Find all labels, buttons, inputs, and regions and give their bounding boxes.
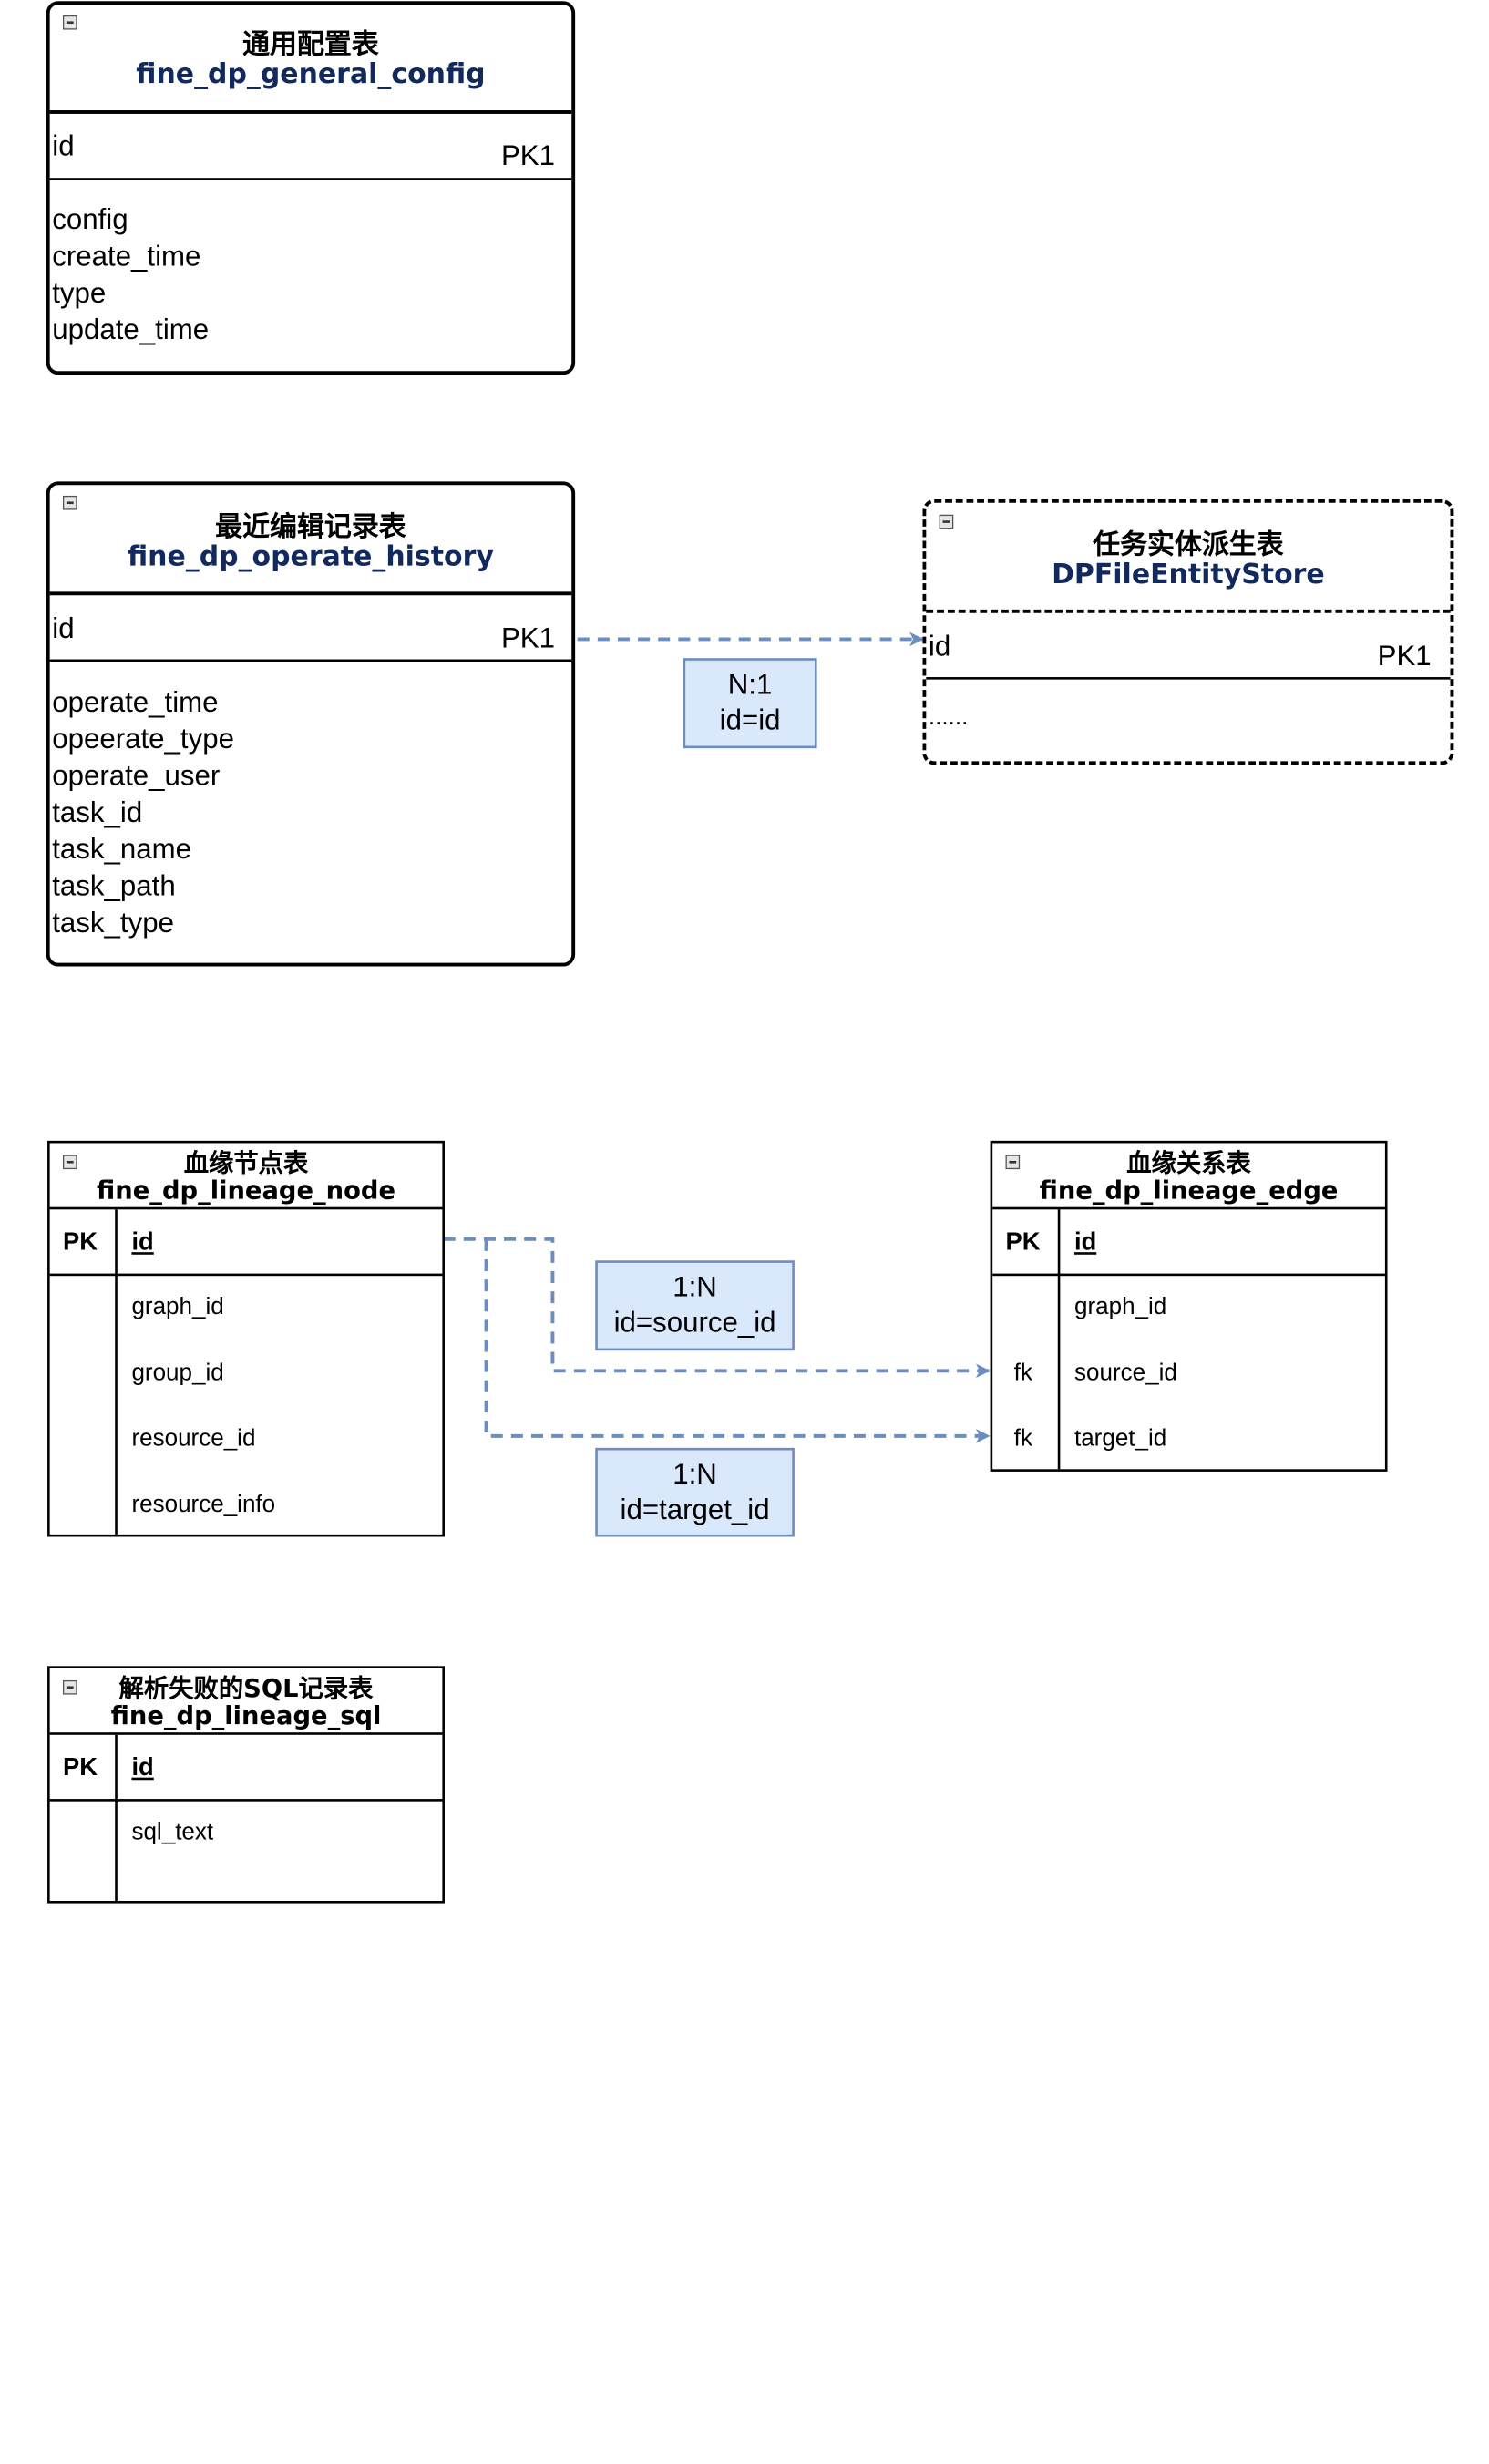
field-item: ......: [928, 703, 969, 731]
table-lineage-node[interactable]: 血缘节点表 fine_dp_lineage_node PK id graph_i…: [47, 1140, 445, 1537]
table-entity-store[interactable]: 任务实体派生表 DPFileEntityStore id PK1 ......: [922, 498, 1454, 765]
header-divider: [49, 591, 572, 596]
header-divider: [49, 1206, 443, 1210]
pk-tag: PK: [62, 1228, 98, 1257]
field-item: create_time: [52, 241, 201, 273]
table-title-cn: 任务实体派生表: [1093, 529, 1284, 561]
table-title-cn: 最近编辑记录表: [215, 512, 406, 543]
field-key: fk: [1013, 1360, 1032, 1387]
relation-label-node-to-edge-source[interactable]: 1:N id=source_id: [595, 1260, 795, 1351]
table-title-en: fine_dp_lineage_edge: [1039, 1176, 1339, 1206]
pk-divider: [49, 1273, 443, 1277]
table-title-en: fine_dp_lineage_sql: [110, 1701, 382, 1730]
pk-tag: PK: [62, 1753, 98, 1781]
header-divider: [49, 110, 572, 114]
field-item: graph_id: [131, 1293, 224, 1320]
field-item: operate_time: [52, 686, 219, 719]
pk-field: id: [131, 1753, 154, 1781]
relation-cardinality: N:1: [727, 668, 773, 702]
pk-field: id: [1073, 1228, 1097, 1257]
header-divider: [49, 1732, 443, 1735]
collapse-minus-icon[interactable]: [1005, 1155, 1021, 1170]
pk-field: id: [52, 612, 75, 645]
table-title-cn: 通用配置表: [242, 29, 379, 61]
pk-tag: PK1: [1377, 640, 1432, 672]
table-title-en: fine_dp_operate_history: [127, 541, 494, 573]
collapse-minus-icon[interactable]: [62, 1155, 77, 1170]
relationship-connectors: [443, 631, 991, 1443]
field-item: group_id: [131, 1360, 224, 1387]
relation-label-node-to-edge-target[interactable]: 1:N id=target_id: [595, 1447, 795, 1537]
field-item: task_path: [52, 870, 176, 903]
pk-field: id: [928, 631, 951, 663]
header-divider: [926, 609, 1451, 613]
field-item: sql_text: [131, 1819, 214, 1845]
pk-divider: [49, 178, 572, 180]
relation-cardinality: 1:N: [673, 1270, 717, 1304]
field-item: update_time: [52, 313, 210, 346]
table-title-cn: 解析失败的SQL记录表: [118, 1674, 374, 1703]
table-title-en: fine_dp_lineage_node: [97, 1176, 395, 1206]
field-item: task_type: [52, 907, 174, 939]
table-title-en: DPFileEntityStore: [1052, 560, 1325, 591]
field-item: resource_id: [131, 1425, 256, 1452]
pk-tag: PK1: [500, 139, 556, 172]
collapse-minus-icon[interactable]: [939, 514, 954, 529]
key-column-divider: [115, 1734, 118, 1901]
table-lineage-edge[interactable]: 血缘关系表 fine_dp_lineage_edge PK id graph_i…: [990, 1140, 1388, 1472]
pk-field: id: [52, 130, 75, 163]
key-column-divider: [1057, 1209, 1061, 1470]
field-key: fk: [1013, 1425, 1032, 1452]
pk-divider: [992, 1273, 1385, 1277]
field-item: graph_id: [1073, 1293, 1167, 1320]
table-operate-history[interactable]: 最近编辑记录表 fine_dp_operate_history id PK1 o…: [46, 481, 576, 967]
field-item: task_name: [52, 833, 192, 866]
table-lineage-sql[interactable]: 解析失败的SQL记录表 fine_dp_lineage_sql PK id sq…: [47, 1666, 445, 1904]
collapse-minus-icon[interactable]: [62, 15, 77, 30]
pk-tag: PK1: [500, 622, 556, 655]
field-item: opeerate_type: [52, 723, 234, 755]
pk-divider: [49, 1799, 443, 1802]
pk-field: id: [131, 1228, 154, 1257]
collapse-minus-icon[interactable]: [62, 1679, 77, 1695]
table-title-cn: 血缘关系表: [1126, 1148, 1251, 1178]
header-divider: [992, 1206, 1385, 1210]
field-item: operate_user: [52, 760, 221, 793]
relation-condition: id=source_id: [613, 1307, 776, 1340]
relation-condition: id=target_id: [620, 1494, 770, 1526]
field-item: task_id: [52, 796, 143, 829]
key-column-divider: [115, 1209, 118, 1535]
field-item: config: [52, 203, 128, 236]
field-item: resource_info: [131, 1492, 276, 1518]
pk-divider: [49, 659, 572, 662]
collapse-minus-icon[interactable]: [62, 495, 77, 510]
field-item: type: [52, 277, 107, 310]
field-item: target_id: [1073, 1425, 1167, 1452]
pk-tag: PK: [1005, 1228, 1041, 1257]
connector-node-to-edge-target[interactable]: [484, 1238, 991, 1443]
relation-label-history-to-store[interactable]: N:1 id=id: [683, 658, 817, 749]
table-general-config[interactable]: 通用配置表 fine_dp_general_config id PK1 conf…: [46, 1, 576, 375]
relation-cardinality: 1:N: [673, 1458, 717, 1491]
field-item: source_id: [1073, 1360, 1177, 1387]
table-title-cn: 血缘节点表: [183, 1148, 309, 1178]
pk-divider: [926, 677, 1451, 680]
table-title-en: fine_dp_general_config: [136, 59, 486, 90]
relation-condition: id=id: [719, 703, 781, 737]
